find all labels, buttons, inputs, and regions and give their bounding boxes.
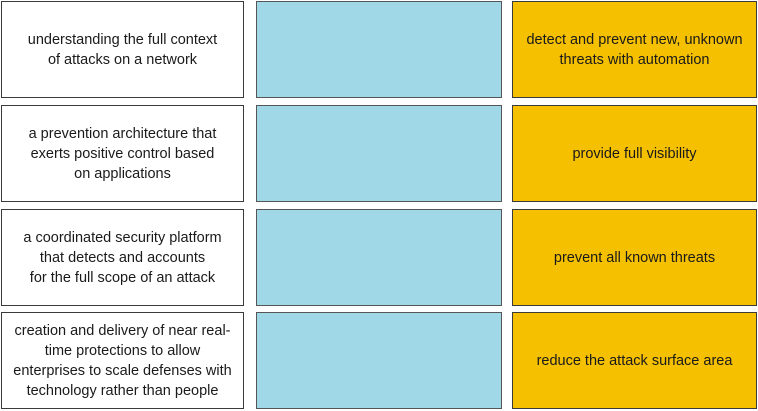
target-text: reduce the attack surface area — [536, 352, 733, 369]
target-box: reduce the attack surface area — [512, 312, 757, 409]
draggable-item[interactable]: a coordinated security platform that det… — [1, 209, 244, 306]
draggable-item[interactable]: creation and delivery of near real- time… — [1, 312, 244, 409]
target-text: detect and prevent new, unknown threats … — [526, 31, 743, 68]
item-text: understanding the full context of attack… — [27, 31, 218, 68]
target-text: provide full visibility — [572, 145, 697, 162]
draggable-item[interactable]: understanding the full context of attack… — [1, 1, 244, 98]
target-text: prevent all known threats — [553, 249, 716, 266]
match-row: a prevention architecture that exerts po… — [0, 105, 758, 204]
item-text: a prevention architecture that exerts po… — [28, 125, 217, 182]
drop-zone[interactable] — [256, 105, 502, 202]
drop-zone[interactable] — [256, 1, 502, 98]
match-row: a coordinated security platform that det… — [0, 209, 758, 308]
target-box: prevent all known threats — [512, 209, 757, 306]
draggable-item[interactable]: a prevention architecture that exerts po… — [1, 105, 244, 202]
target-box: detect and prevent new, unknown threats … — [512, 1, 757, 98]
item-text: a coordinated security platform that det… — [23, 229, 222, 286]
target-box: provide full visibility — [512, 105, 757, 202]
item-text: creation and delivery of near real- time… — [13, 322, 232, 399]
match-row: creation and delivery of near real- time… — [0, 312, 758, 411]
match-row: understanding the full context of attack… — [0, 1, 758, 100]
drop-zone[interactable] — [256, 312, 502, 409]
drop-zone[interactable] — [256, 209, 502, 306]
